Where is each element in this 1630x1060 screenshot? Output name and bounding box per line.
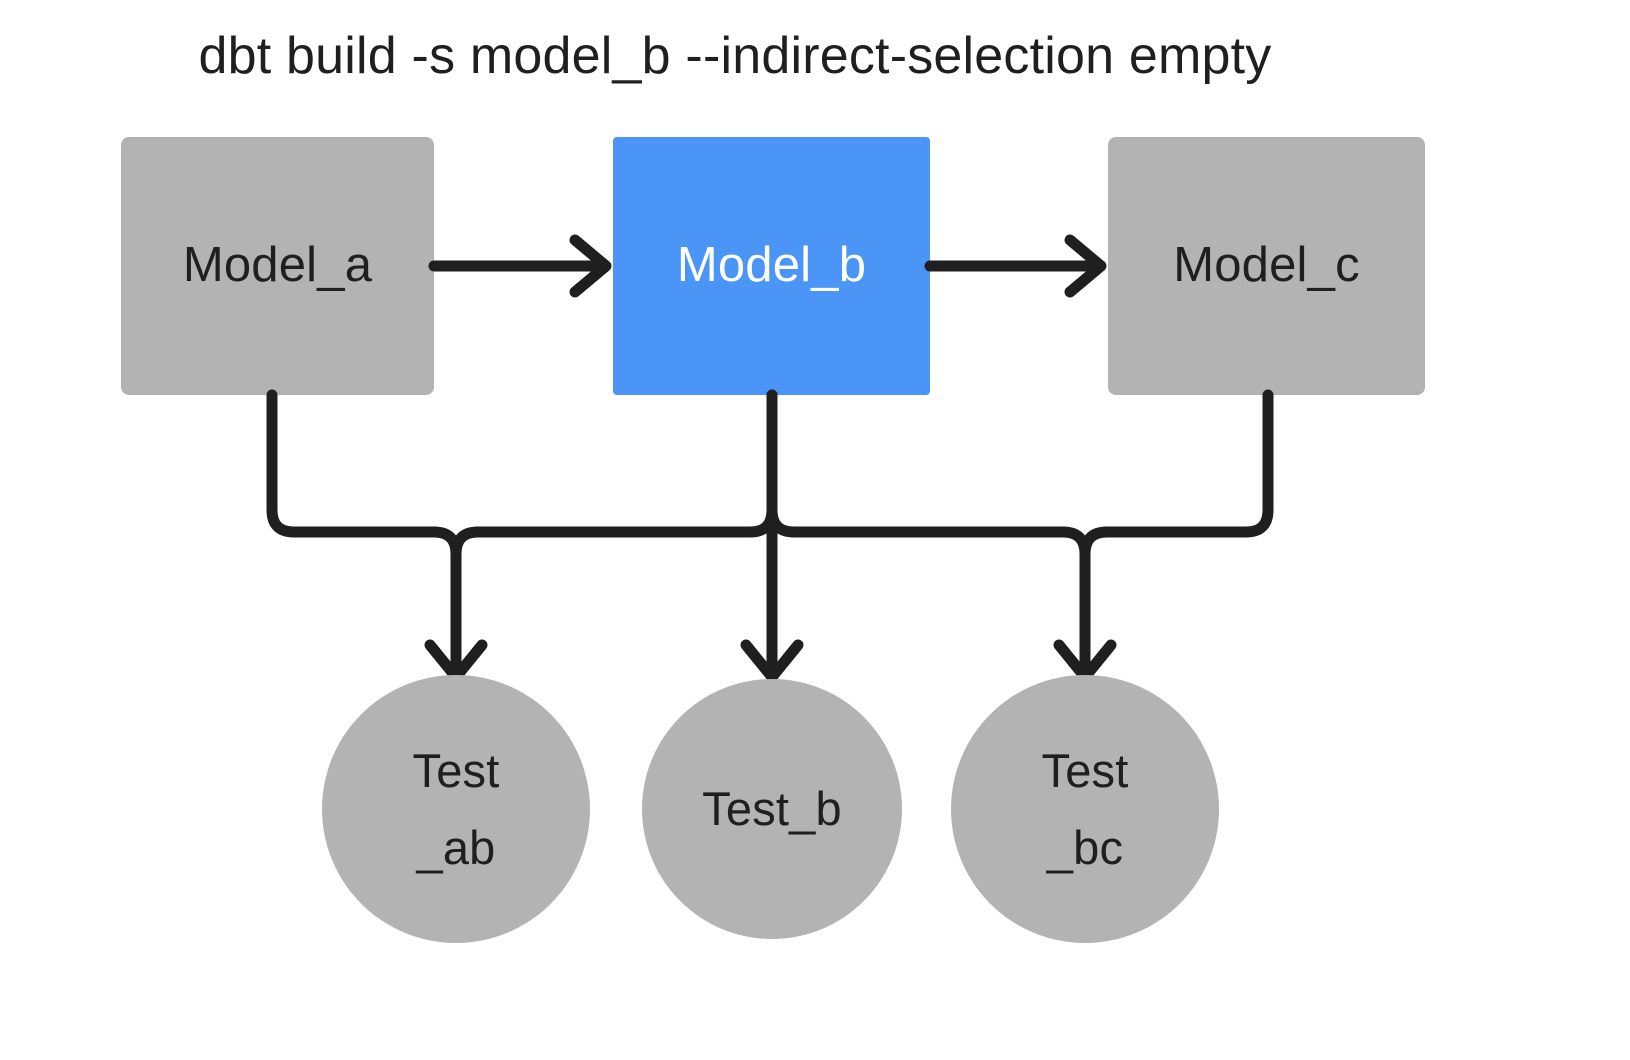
node-model-c[interactable] bbox=[1108, 137, 1425, 395]
edge-bus-routing bbox=[266, 389, 1274, 538]
edge-to-test-ab bbox=[424, 526, 488, 683]
node-test-b[interactable] bbox=[642, 679, 902, 939]
node-model-a[interactable] bbox=[121, 137, 434, 395]
node-test-ab[interactable] bbox=[322, 675, 590, 943]
diagram-title: dbt build -s model_b --indirect-selectio… bbox=[198, 27, 1272, 85]
edge-to-test-bc bbox=[1053, 526, 1117, 683]
node-model-b[interactable] bbox=[613, 137, 930, 395]
edge-to-test-b bbox=[740, 526, 804, 683]
node-test-bc[interactable] bbox=[951, 675, 1219, 943]
edge-model-b-to-model-c bbox=[924, 234, 1107, 298]
edge-model-a-to-model-b bbox=[428, 234, 612, 298]
